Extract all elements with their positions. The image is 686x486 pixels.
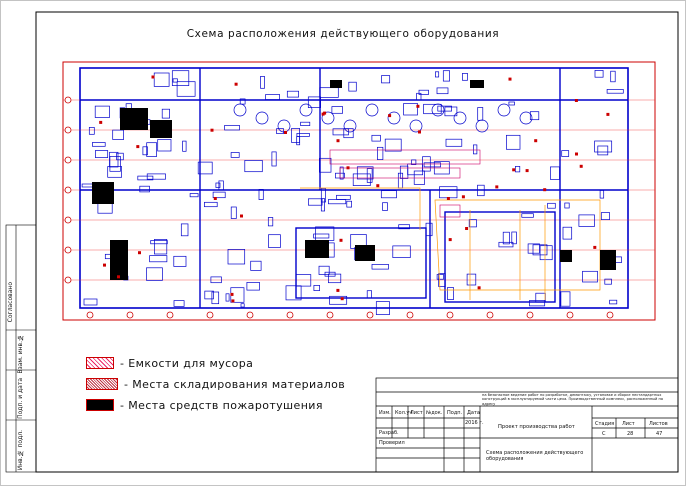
- tb-sheet-title: Схема расположения действующего оборудов…: [486, 450, 584, 462]
- drawing-title: Схема расположения действующего оборудов…: [186, 28, 500, 40]
- tb-doc-title: Проект производства работ: [498, 424, 575, 430]
- tb-note: на безопасное ведение работ по разработк…: [482, 393, 664, 406]
- tb-row-developer: Разраб.: [379, 430, 399, 436]
- legend-item-storage: - Места складирования материалов: [86, 376, 345, 392]
- equipment-plan: [62, 61, 656, 321]
- tb-header-doc: №док.: [426, 410, 443, 416]
- tb-header-signature: Подп.: [447, 410, 463, 416]
- tb-col-stage: Стадия: [595, 421, 615, 427]
- legend-swatch-dense: [86, 378, 118, 390]
- tb-header-date: Дата: [467, 410, 480, 416]
- legend-swatch-solid: [86, 399, 114, 411]
- legend-item-fire-equipment: - Места средств пожаротушения: [86, 397, 323, 413]
- legend-label: - Места средств пожаротушения: [120, 398, 323, 412]
- tb-col-sheets: Листов: [649, 421, 668, 427]
- tb-val-sheets: 47: [656, 431, 663, 437]
- tb-header-qty: Кол.уч: [395, 410, 413, 416]
- tb-row-checker: Проверил: [379, 440, 405, 446]
- legend-swatch-light: [86, 357, 114, 369]
- legend-item-waste-containers: - Емкости для мусора: [86, 355, 253, 371]
- side-label-inv-number: Инв.№ подл.: [17, 430, 24, 471]
- legend-label: - Емкости для мусора: [120, 356, 254, 370]
- side-label-agreed: Согласовано: [7, 282, 14, 323]
- tb-header-sheet: Лист: [410, 410, 423, 416]
- legend-label: - Места складирования материалов: [124, 377, 346, 391]
- tb-date-value: 2016 г.: [465, 420, 484, 426]
- tb-col-sheet: Лист: [622, 421, 635, 427]
- tb-header-change: Изм.: [379, 410, 391, 416]
- tb-val-sheet: 28: [627, 431, 634, 437]
- side-label-replace-inv: Взам. инв.№: [17, 334, 24, 374]
- title-block: [375, 377, 679, 473]
- side-stamp: [5, 224, 37, 473]
- side-label-sign-date: Подп. и дата: [17, 378, 24, 419]
- tb-val-stage: С: [602, 431, 606, 437]
